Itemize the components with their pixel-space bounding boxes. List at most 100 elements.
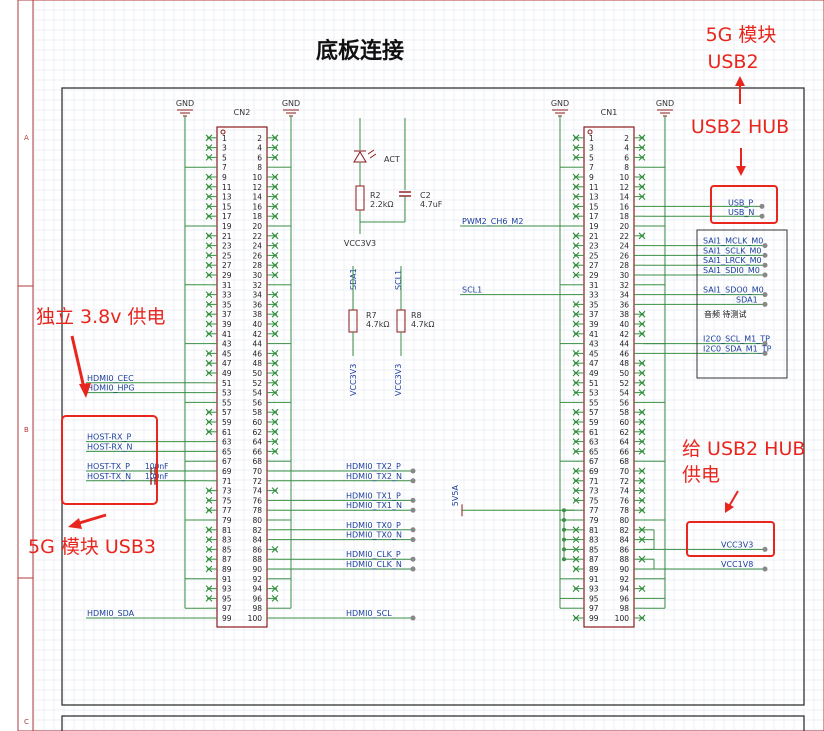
cn1-pin-number: 48 <box>619 359 629 368</box>
cn1-pin-number: 46 <box>619 349 629 358</box>
cn1-pin-number: 52 <box>619 379 629 388</box>
no-connect-icon <box>205 261 213 269</box>
gnd-symbol: GND <box>551 99 569 126</box>
no-connect-icon <box>638 359 646 367</box>
no-connect-icon <box>205 536 213 543</box>
cn1-right-net-label: SAI1_LRCK_M0 <box>703 256 762 265</box>
cn2-pin-number: 49 <box>222 369 232 378</box>
cn2-pin-number: 9 <box>222 173 227 182</box>
no-connect-icon <box>572 477 580 485</box>
net-endpoint <box>762 341 768 347</box>
cn1-pin-number: 50 <box>619 369 629 378</box>
net-endpoint <box>762 243 768 249</box>
cn1-right-net-label: SAI1_SDO0_M0 <box>703 286 764 295</box>
cn2-pin-number: 48 <box>252 359 262 368</box>
cn1-right-net-label: SAI1_SDI0_M0 <box>703 266 760 275</box>
no-connect-icon <box>638 428 646 436</box>
gnd-label: GND <box>656 99 674 108</box>
cn1-right-net-label: SDA1 <box>736 295 758 304</box>
cn1-pin-number: 33 <box>589 291 599 300</box>
net-endpoint <box>759 203 765 209</box>
cn2-pin-number: 17 <box>222 212 232 221</box>
cn1-power-net-label: 5V5A <box>451 485 460 507</box>
audio-group: 音频 待测试 <box>696 229 788 379</box>
annot-5g-usb2-line2: USB2 <box>707 51 758 73</box>
net-endpoint <box>762 252 768 258</box>
cn2-left-net-label: HOST-RX_N <box>87 442 132 451</box>
no-connect-icon <box>638 418 646 426</box>
no-connect-icon <box>205 526 213 534</box>
cn1-pin-number: 87 <box>589 555 599 564</box>
cn1-pin-number: 99 <box>589 614 599 623</box>
no-connect-icon <box>271 291 279 298</box>
no-connect-icon <box>271 320 279 328</box>
audio-note: 音频 待测试 <box>704 309 747 319</box>
no-connect-icon <box>638 173 646 181</box>
cn1-pin-number: 69 <box>589 467 599 476</box>
cn1-pin-number: 1 <box>589 134 594 143</box>
cn1-pin-number: 47 <box>589 359 599 368</box>
cn2-pin-number: 42 <box>252 330 262 339</box>
no-connect-icon <box>271 330 279 338</box>
net-endpoint <box>410 507 416 513</box>
no-connect-icon <box>271 428 279 436</box>
cn2-pin-number: 19 <box>222 222 232 231</box>
cn1-pin-number: 80 <box>619 516 629 525</box>
cn1-pin-number: 40 <box>619 320 629 329</box>
cn1-pin-number: 29 <box>589 271 599 280</box>
cn2-pin-number: 8 <box>257 163 262 172</box>
cn1-pin-number: 82 <box>619 526 629 535</box>
no-connect-icon <box>572 271 580 279</box>
cn2-pin-number: 92 <box>252 575 262 584</box>
host-highlight-box <box>61 415 158 505</box>
cn2-pin-number: 72 <box>252 477 262 486</box>
no-connect-icon <box>205 595 213 602</box>
cn2-pin-number: 47 <box>222 359 232 368</box>
cn2-pin-number: 56 <box>252 398 262 407</box>
no-connect-icon <box>271 379 279 387</box>
no-connect-icon <box>572 536 580 543</box>
no-connect-icon <box>572 418 580 426</box>
no-connect-icon <box>205 301 213 308</box>
cn1-pin-number: 63 <box>589 438 599 447</box>
cn1-pin-number: 100 <box>615 614 630 623</box>
cn2-ref: CN2 <box>234 108 251 117</box>
no-connect-icon <box>271 418 279 426</box>
net-endpoint <box>410 527 416 533</box>
annot-usb2-hub: USB2 HUB <box>691 116 789 138</box>
cn1-right-net-label: VCC3V3 <box>721 540 753 549</box>
no-connect-icon <box>205 359 213 367</box>
no-connect-icon <box>638 585 646 592</box>
no-connect-icon <box>572 232 580 240</box>
gnd-symbol: GND <box>282 99 300 126</box>
cn1-pin-number: 51 <box>589 379 599 388</box>
cn1-pin-number: 8 <box>624 163 629 172</box>
no-connect-icon <box>271 359 279 367</box>
no-connect-icon <box>271 595 279 602</box>
no-connect-icon <box>572 350 580 357</box>
cn1-ref: CN1 <box>601 108 618 117</box>
cn2-pin-number: 33 <box>222 291 232 300</box>
cn2-pin-number: 67 <box>222 457 232 466</box>
cn2-pin-number: 89 <box>222 565 232 574</box>
cn1-pin-number: 11 <box>589 183 599 192</box>
cn2-left-net-label: HOST-RX_P <box>87 433 131 442</box>
cn2-pin-number: 27 <box>222 261 232 270</box>
r8-supply-label: VCC3V3 <box>394 364 403 396</box>
no-connect-icon <box>271 585 279 592</box>
no-connect-icon <box>205 183 213 191</box>
cn1-pin-number: 10 <box>619 173 629 182</box>
net-endpoint <box>762 272 768 278</box>
cn1-pin-number: 23 <box>589 242 599 251</box>
cn1-pin-number: 83 <box>589 536 599 545</box>
no-connect-icon <box>638 408 646 416</box>
annot-5g-usb3: 5G 模块 USB3 <box>28 536 156 558</box>
no-connect-icon <box>205 242 213 249</box>
no-connect-icon <box>205 497 213 504</box>
cn1-pin-number: 17 <box>589 212 599 221</box>
cn1-right-net-label: USB_P <box>728 198 753 207</box>
no-connect-icon <box>572 408 580 416</box>
no-connect-icon <box>271 252 279 259</box>
cn1-pin-number: 93 <box>589 585 599 594</box>
